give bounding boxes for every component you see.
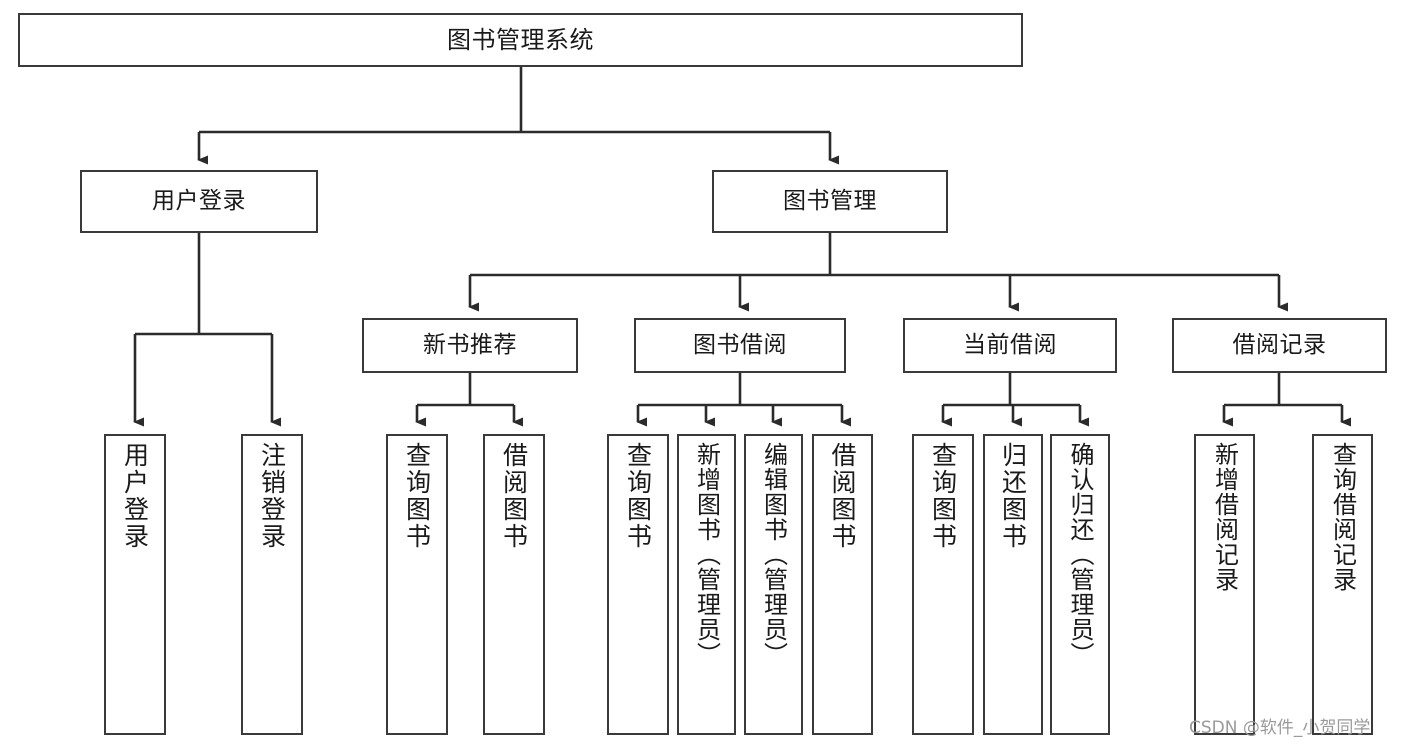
node-label: 确认归还（管理员） bbox=[1066, 442, 1094, 667]
node-new-book-recommend[interactable]: 新书推荐 bbox=[362, 318, 578, 373]
node-label: 新书推荐 bbox=[423, 331, 517, 358]
node-root-book-management-system[interactable]: 图书管理系统 bbox=[18, 13, 1023, 67]
node-label: 用户登录 bbox=[152, 187, 246, 214]
leaf-borrow-book-borrow[interactable]: 借阅图书 bbox=[812, 434, 873, 735]
leaf-borrow-book-recommend[interactable]: 借阅图书 bbox=[483, 434, 545, 735]
leaf-query-book-borrow[interactable]: 查询图书 bbox=[607, 434, 669, 735]
leaf-logout-login[interactable]: 注销登录 bbox=[241, 434, 303, 735]
node-label: 图书借阅 bbox=[693, 331, 787, 358]
node-label: 借阅图书 bbox=[828, 442, 857, 550]
node-label: 图书管理 bbox=[783, 187, 877, 214]
node-current-borrow[interactable]: 当前借阅 bbox=[903, 318, 1117, 373]
node-label: 查询图书 bbox=[623, 442, 653, 550]
leaf-add-book-admin[interactable]: 新增图书（管理员） bbox=[677, 434, 736, 735]
leaf-return-book[interactable]: 归还图书 bbox=[983, 434, 1043, 735]
node-label: 借阅记录 bbox=[1232, 331, 1327, 358]
node-label: 新增图书（管理员） bbox=[692, 442, 721, 667]
leaf-edit-book-admin[interactable]: 编辑图书（管理员） bbox=[744, 434, 803, 735]
node-label: 当前借阅 bbox=[963, 331, 1057, 358]
node-label: 注销登录 bbox=[257, 442, 287, 550]
node-borrow-record[interactable]: 借阅记录 bbox=[1172, 318, 1387, 373]
leaf-add-borrow-record[interactable]: 新增借阅记录 bbox=[1194, 434, 1255, 735]
node-label: 查询图书 bbox=[928, 442, 958, 550]
node-label: 归还图书 bbox=[998, 442, 1028, 550]
node-label: 新增借阅记录 bbox=[1210, 442, 1239, 592]
leaf-confirm-return-admin[interactable]: 确认归还（管理员） bbox=[1050, 434, 1110, 735]
leaf-query-book-current[interactable]: 查询图书 bbox=[912, 434, 974, 735]
leaf-query-book-recommend[interactable]: 查询图书 bbox=[386, 434, 448, 735]
node-book-management[interactable]: 图书管理 bbox=[712, 170, 948, 233]
node-label: 图书管理系统 bbox=[447, 25, 594, 54]
leaf-user-login[interactable]: 用户登录 bbox=[104, 434, 166, 735]
node-book-borrow[interactable]: 图书借阅 bbox=[634, 318, 846, 373]
node-user-login[interactable]: 用户登录 bbox=[80, 170, 318, 233]
csdn-watermark: CSDN @软件_小贺同学 bbox=[1189, 718, 1371, 738]
node-label: 查询图书 bbox=[402, 442, 432, 550]
node-label: 用户登录 bbox=[120, 442, 150, 550]
node-label: 借阅图书 bbox=[499, 442, 529, 550]
node-label: 编辑图书（管理员） bbox=[759, 442, 788, 667]
node-label: 查询借阅记录 bbox=[1328, 442, 1357, 592]
leaf-query-borrow-record[interactable]: 查询借阅记录 bbox=[1312, 434, 1373, 735]
